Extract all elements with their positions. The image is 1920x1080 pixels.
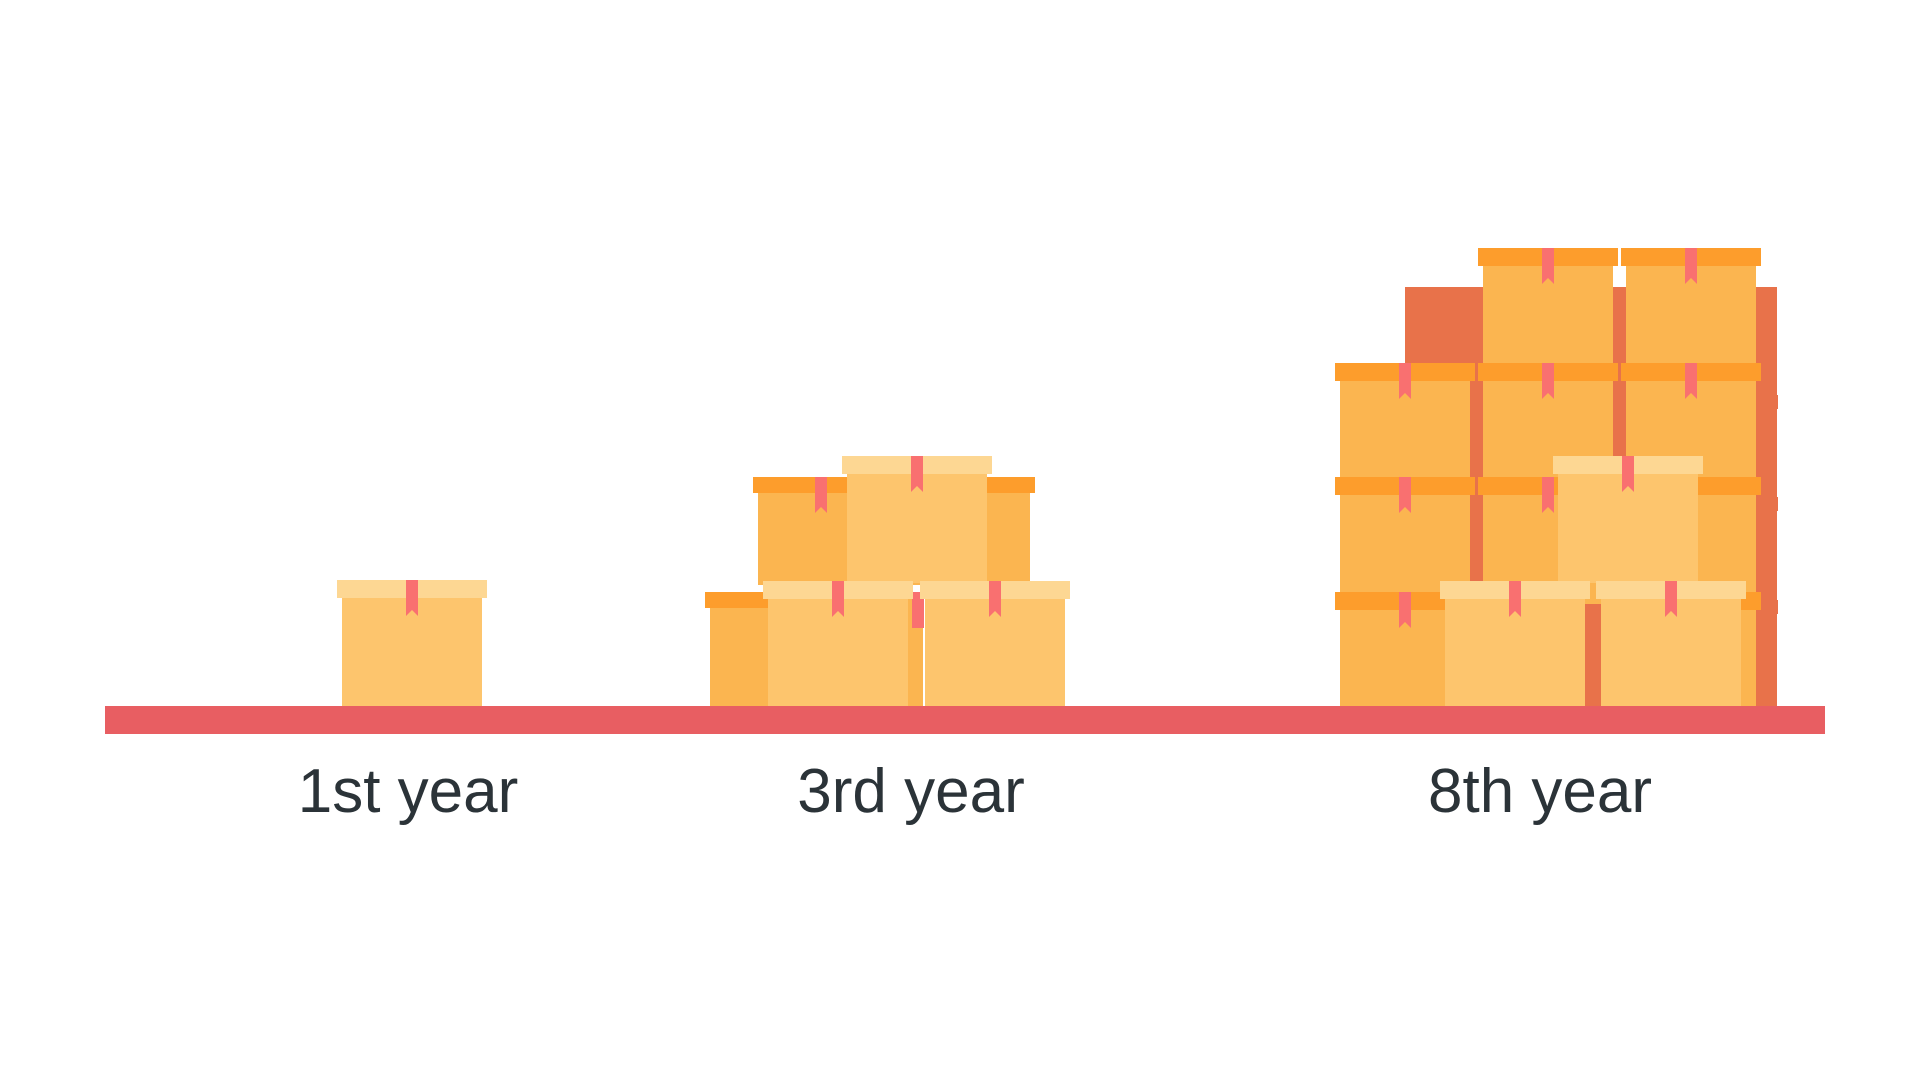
box (1335, 363, 1475, 490)
box (1478, 248, 1618, 375)
box (1596, 581, 1746, 708)
box (337, 580, 487, 707)
box (763, 581, 913, 708)
shelf (105, 706, 1825, 734)
year-8-stack (1335, 248, 1778, 719)
box (842, 456, 992, 583)
year-1-stack (337, 580, 487, 707)
year-label-8: 8th year (1428, 757, 1652, 826)
box (1621, 248, 1761, 375)
year-label-1: 1st year (298, 757, 519, 826)
year-3-stack (705, 456, 1070, 708)
box (1553, 456, 1703, 583)
box (920, 581, 1070, 708)
year-label-3: 3rd year (797, 757, 1024, 826)
box (1440, 581, 1590, 708)
